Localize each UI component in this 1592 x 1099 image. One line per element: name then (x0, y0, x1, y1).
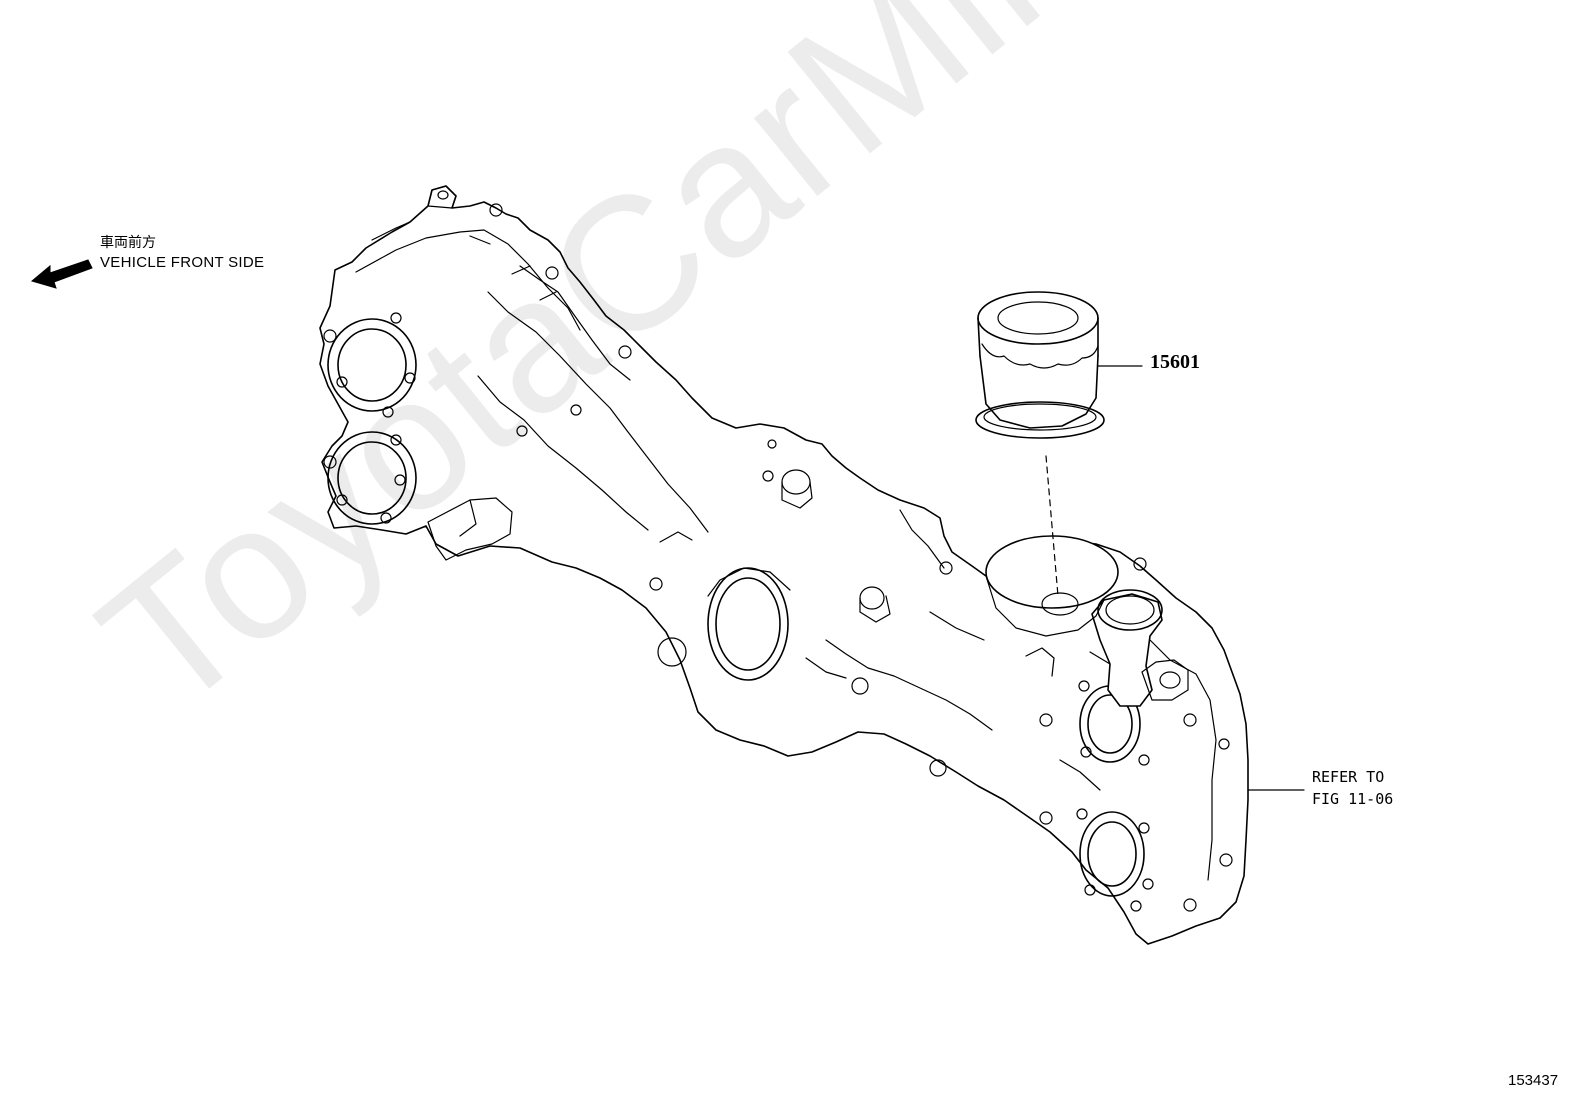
oil-filter-icon (975, 291, 1105, 597)
refer-line-1: REFER TO (1312, 768, 1385, 786)
vehicle-front-label-jp: 車両前方 (100, 235, 156, 251)
arrow-left-icon (30, 259, 93, 289)
figure-number: 153437 (1508, 1072, 1559, 1089)
vehicle-front-label-en: VEHICLE FRONT SIDE (100, 254, 265, 271)
refer-to-fig-link[interactable]: REFER TO FIG 11-06 (1312, 766, 1393, 810)
oil-filter-mount-icon (985, 535, 1119, 637)
timing-cover-icon (319, 185, 1249, 945)
part-number-15601[interactable]: 15601 (1150, 351, 1200, 373)
refer-line-2: FIG 11-06 (1312, 790, 1394, 808)
